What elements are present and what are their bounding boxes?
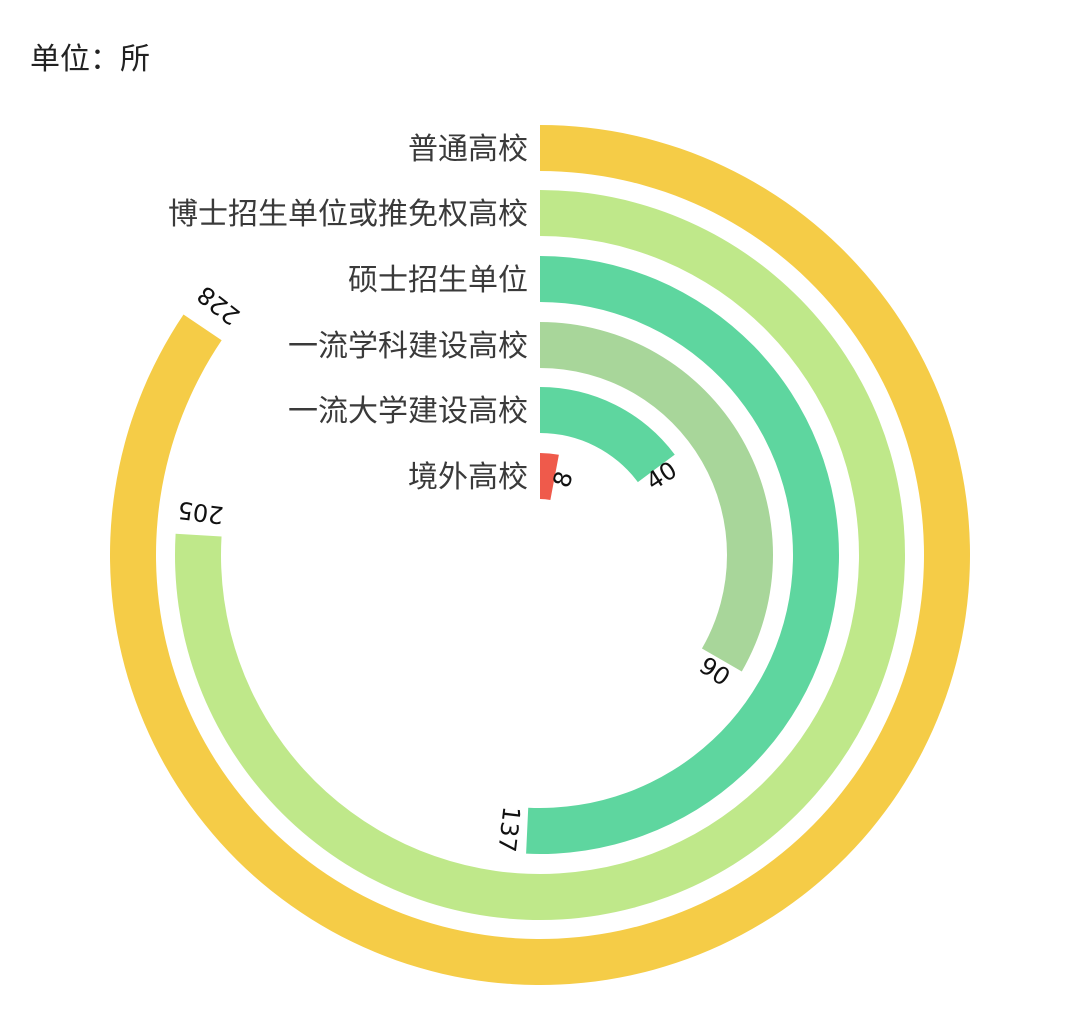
category-label-0: 普通高校 [408, 132, 528, 167]
category-label-5: 境外高校 [408, 460, 528, 495]
category-label-4: 一流大学建设高校 [288, 394, 528, 429]
bar-4 [540, 387, 675, 483]
bar-3 [540, 322, 773, 672]
value-label-1: 205 [176, 496, 225, 530]
value-label-0: 228 [192, 280, 245, 330]
category-labels: 普通高校博士招生单位或推免权高校硕士招生单位一流学科建设高校一流大学建设高校境外… [168, 132, 528, 495]
category-label-3: 一流学科建设高校 [288, 329, 528, 364]
bars-group [109, 125, 970, 986]
category-label-1: 博士招生单位或推免权高校 [168, 197, 528, 232]
unit-label: 单位：所 [30, 42, 150, 77]
value-label-2: 137 [492, 805, 525, 854]
bar-2 [526, 256, 839, 854]
bar-0 [109, 125, 970, 986]
category-label-2: 硕士招生单位 [348, 263, 528, 298]
bar-5 [540, 453, 559, 500]
